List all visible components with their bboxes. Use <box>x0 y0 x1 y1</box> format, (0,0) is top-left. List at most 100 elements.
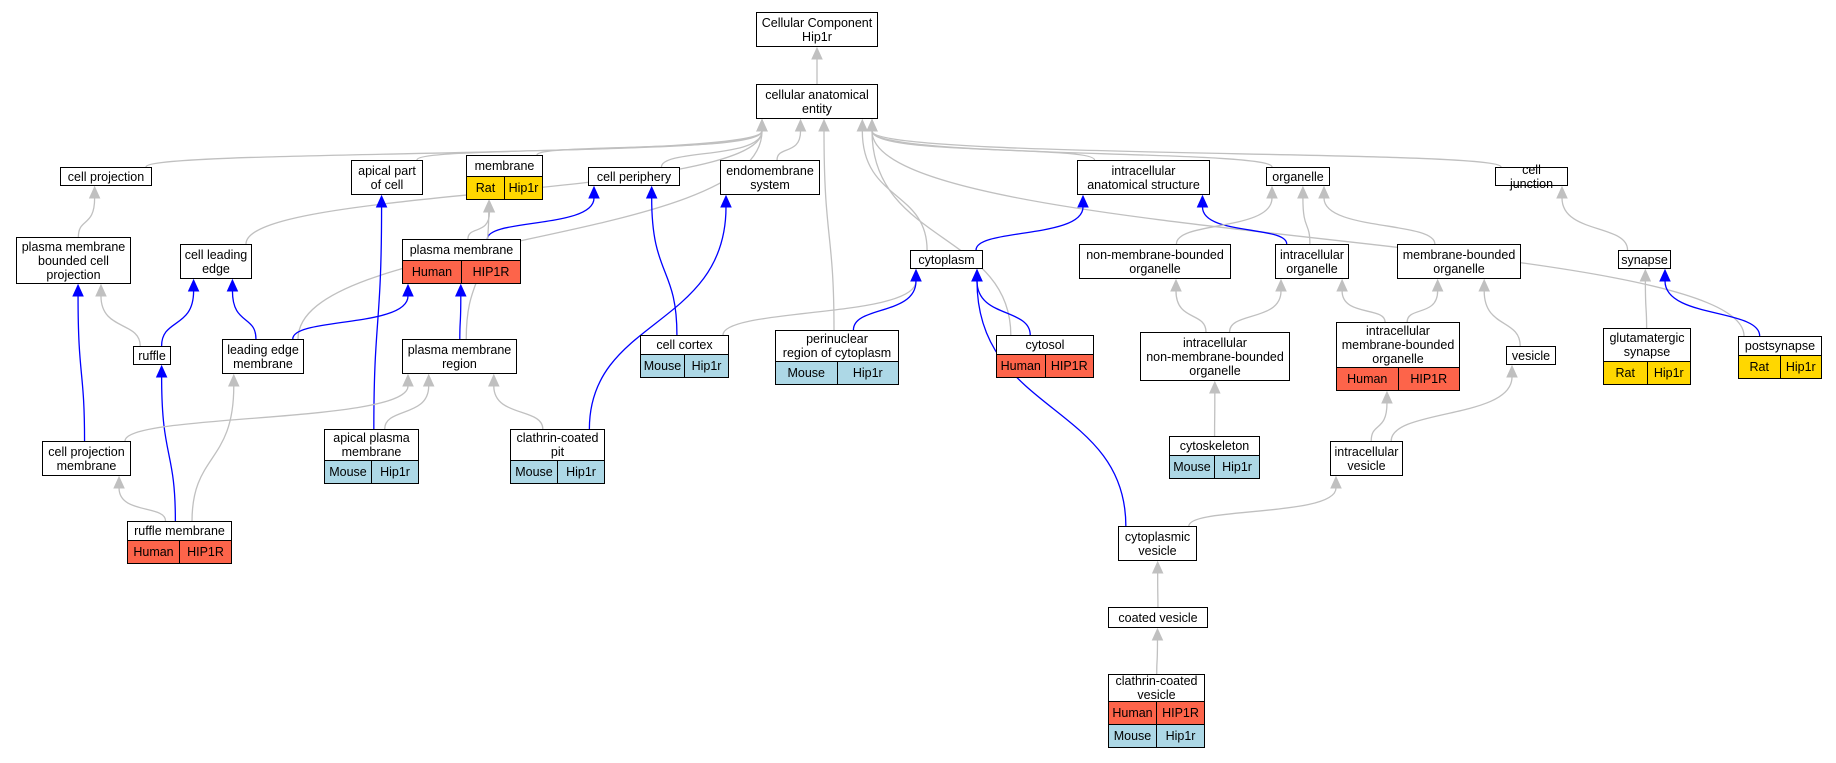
arrowhead <box>1297 185 1309 199</box>
term-label: Cellular Component Hip1r <box>761 15 873 44</box>
term-node-imbo[interactable]: intracellular membrane-bounded organelle… <box>1336 322 1460 391</box>
term-node-organelle[interactable]: organelle <box>1266 167 1330 186</box>
edge-cpm-to-pmr <box>124 385 409 442</box>
term-node-lem[interactable]: leading edge membrane <box>222 339 304 374</box>
term-node-cytoplasm[interactable]: cytoplasm <box>910 250 983 269</box>
edge-periphery-to-cae <box>660 130 763 168</box>
term-label: ruffle membrane <box>134 523 225 538</box>
term-label: leading edge membrane <box>227 342 299 371</box>
term-node-endomem[interactable]: endomembrane system <box>720 160 820 195</box>
term-label: non-membrane-bounded organelle <box>1086 247 1224 276</box>
term-node-ias[interactable]: intracellular anatomical structure <box>1077 160 1210 195</box>
term-node-pmbcp[interactable]: plasma membrane bounded cell projection <box>16 237 131 284</box>
term-node-pmr[interactable]: plasma membrane region <box>402 339 517 374</box>
term-label: vesicle <box>1511 348 1551 363</box>
edge-apm-to-apicalpart <box>373 206 383 430</box>
term-node-cytoves[interactable]: cytoplasmic vesicle <box>1118 526 1197 561</box>
edge-postsyn-to-synapse <box>1664 280 1761 337</box>
edge-lem-to-leadingedge <box>231 290 257 340</box>
term-label: cell projection <box>67 169 145 184</box>
term-node-coated[interactable]: coated vesicle <box>1108 607 1208 628</box>
term-node-junction[interactable]: cell junction <box>1495 162 1568 191</box>
gene-cell: Hip1r <box>371 460 418 483</box>
term-label: cell cortex <box>656 337 713 352</box>
term-label: ruffle <box>138 348 166 363</box>
species-cell: Human <box>128 540 179 563</box>
term-label: apical plasma membrane <box>333 430 410 459</box>
term-node-cellproj[interactable]: cell projection <box>60 167 152 186</box>
edge-junction-to-cae <box>871 130 1502 168</box>
edge-cytoplasm-to-ias <box>975 206 1084 251</box>
term-node-nmbo[interactable]: non-membrane-bounded organelle <box>1079 244 1231 279</box>
term-node-cpm[interactable]: cell projection membrane <box>42 441 131 476</box>
edge-organelle-to-cae <box>871 130 1273 168</box>
term-node-cae[interactable]: cellular anatomical entity <box>756 84 878 119</box>
arrowhead <box>113 475 125 489</box>
term-label: cytoplasmic vesicle <box>1124 529 1191 558</box>
edge-cytoves-to-cytoplasm <box>976 280 1127 527</box>
edge-ccpit-to-endomem <box>588 206 727 430</box>
edge-mbo-to-organelle <box>1323 197 1436 245</box>
gene-cell: HIP1R <box>1044 354 1093 377</box>
edge-pm-to-membrane <box>467 211 491 240</box>
arrowhead <box>818 118 830 132</box>
term-node-inmbo[interactable]: intracellular non-membrane-bounded organ… <box>1140 332 1290 381</box>
edge-ruffle-to-leadingedge <box>160 290 195 347</box>
species-cell: Rat <box>1739 355 1780 378</box>
term-node-apicalpart[interactable]: apical part of cell <box>351 160 423 195</box>
term-node-mbo[interactable]: membrane-bounded organelle <box>1397 244 1521 279</box>
term-label: cellular anatomical entity <box>765 87 869 116</box>
arrowhead <box>1196 194 1209 208</box>
edge-cytosol-to-cytoplasm <box>976 280 1031 336</box>
edge-rufmem-to-cpm <box>118 487 167 522</box>
arrowhead <box>794 118 807 132</box>
edge-intorg-to-organelle <box>1302 197 1311 245</box>
term-node-intves[interactable]: intracellular vesicle <box>1330 441 1403 476</box>
arrowhead <box>1170 278 1182 292</box>
gene-cell: Hip1r <box>1779 355 1821 378</box>
arrowhead <box>1275 278 1287 292</box>
term-node-periphery[interactable]: cell periphery <box>588 167 680 186</box>
term-node-vesicle[interactable]: vesicle <box>1506 346 1556 365</box>
edge-lem-to-pm <box>292 295 409 340</box>
arrowhead <box>455 283 467 297</box>
term-node-intorg[interactable]: intracellular organelle <box>1275 244 1349 279</box>
term-label: cell junction <box>1509 162 1554 191</box>
term-label: endomembrane system <box>726 163 814 192</box>
gene-cell: Hip1r <box>1646 361 1690 384</box>
arrowhead <box>1330 475 1342 489</box>
term-label: cytosol <box>1025 337 1065 352</box>
edge-apm-to-pmr <box>384 385 430 430</box>
arrowhead <box>1556 185 1568 199</box>
term-node-root[interactable]: Cellular Component Hip1r <box>756 12 878 47</box>
term-label: plasma membrane <box>409 242 514 257</box>
arrowhead <box>1336 278 1348 292</box>
gene-cell: HIP1R <box>461 260 520 283</box>
gene-cell: HIP1R <box>1156 702 1204 724</box>
edge-cellproj-to-cae <box>145 130 763 168</box>
arrowhead <box>1077 194 1089 208</box>
species-cell: Human <box>1337 367 1398 390</box>
term-node-synapse[interactable]: synapse <box>1618 250 1671 269</box>
arrowhead <box>1209 380 1221 394</box>
term-node-leadingedge[interactable]: cell leading edge <box>180 244 252 279</box>
arrowhead <box>645 185 658 199</box>
term-label: clathrin-coated vesicle <box>1115 674 1198 702</box>
term-node-ruffle[interactable]: ruffle <box>133 346 171 365</box>
